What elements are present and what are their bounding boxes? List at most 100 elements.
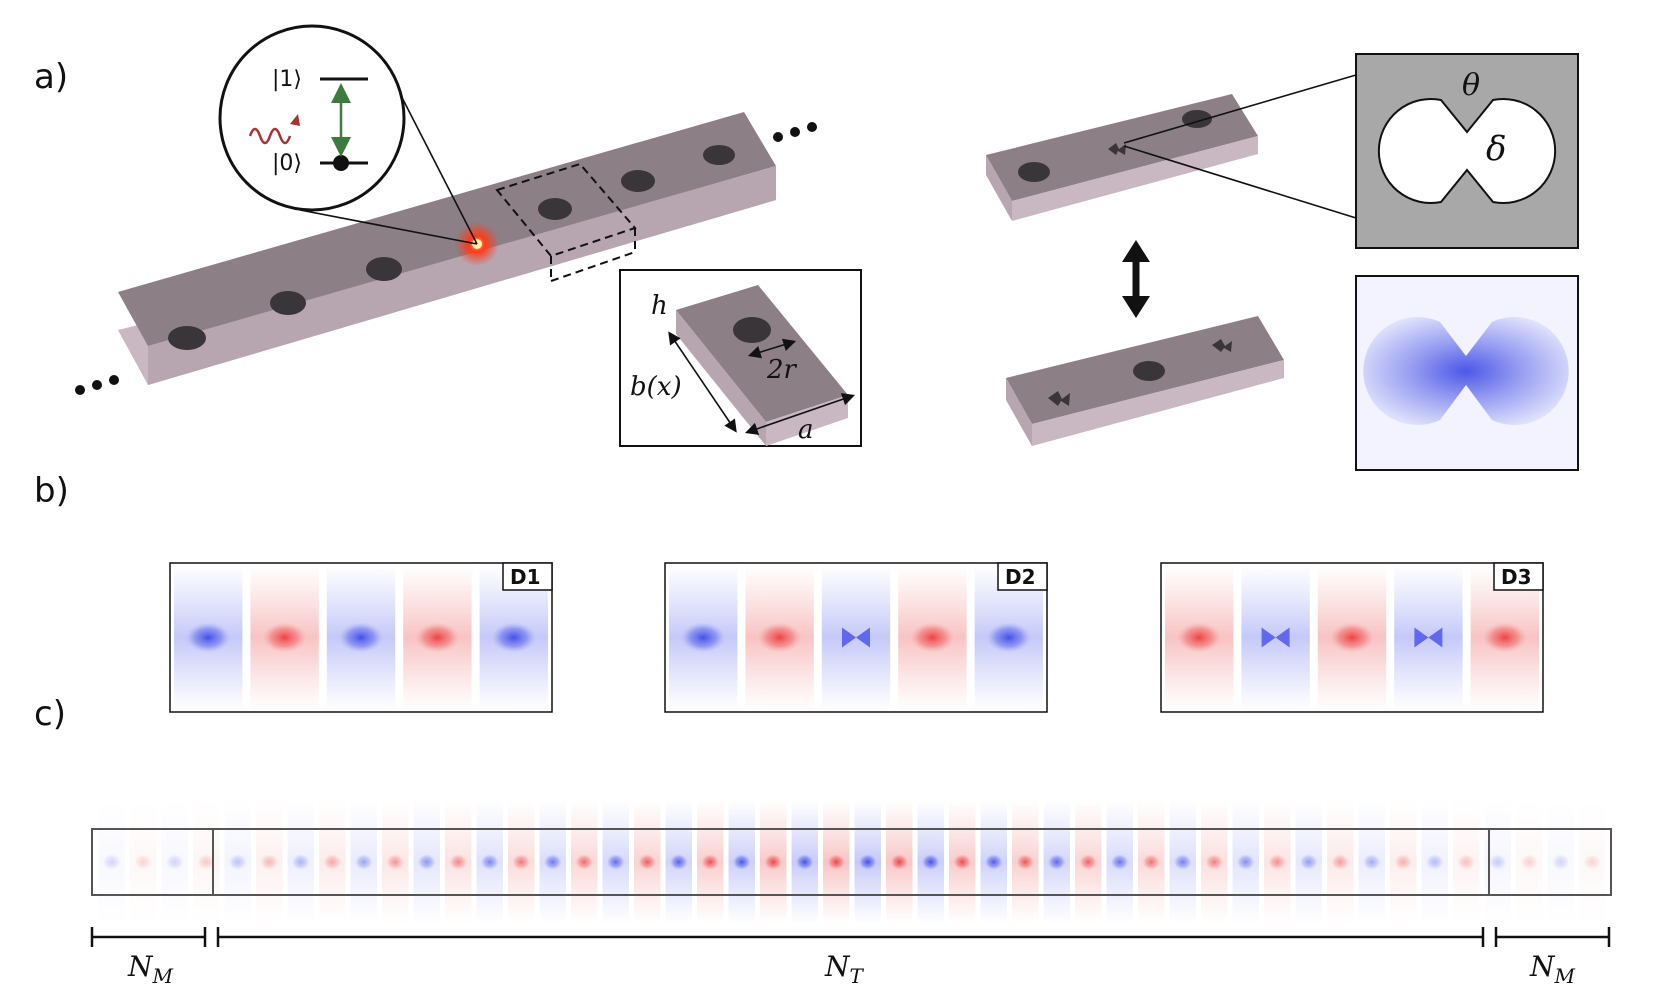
beam-hole xyxy=(366,257,402,281)
bowtie-hole xyxy=(1212,339,1232,352)
field-hot-spot xyxy=(681,622,726,653)
field-hot-spot xyxy=(1394,854,1413,870)
field-hot-spot xyxy=(1016,854,1035,870)
field-hot-spot xyxy=(986,622,1031,653)
beam-hole xyxy=(538,198,572,220)
field-hot-spot xyxy=(1047,854,1066,870)
field-hot-spot xyxy=(757,622,802,653)
field-hot-spot xyxy=(1205,854,1224,870)
field-hot-spot xyxy=(1331,854,1350,870)
beam-hole xyxy=(703,145,735,165)
field-hot-spot xyxy=(197,854,216,870)
mirror-segment-left xyxy=(90,927,207,947)
field-hot-spot xyxy=(1488,854,1507,870)
ellipsis-dots-left xyxy=(75,375,119,395)
field-hot-spot xyxy=(921,854,940,870)
field-hot-spot xyxy=(1110,854,1129,870)
defect-mode-panel-d1: D1 xyxy=(169,562,553,713)
panel-label-b: b) xyxy=(34,471,69,511)
bowtie-hot-spot xyxy=(1414,627,1443,648)
field-hot-spot xyxy=(1268,854,1287,870)
field-hot-spot xyxy=(701,854,720,870)
field-hot-spot xyxy=(1177,622,1222,653)
field-hot-spot xyxy=(1299,854,1318,870)
field-hot-spot xyxy=(1330,622,1374,653)
width-label: b(x) xyxy=(630,372,682,402)
swap-arrow xyxy=(1122,240,1150,318)
field-hot-spot xyxy=(262,622,307,653)
field-hot-spot xyxy=(291,854,310,870)
excited-state-label: |1⟩ xyxy=(272,67,302,92)
field-hot-spot xyxy=(228,854,247,870)
theta-label: θ xyxy=(1462,68,1480,103)
field-hot-spot xyxy=(732,854,751,870)
field-hot-spot xyxy=(1457,854,1476,870)
bowtie-field-profile xyxy=(1363,317,1569,425)
field-hot-spot xyxy=(512,854,531,870)
delta-label: δ xyxy=(1486,129,1506,169)
mirror-segment-right xyxy=(1494,927,1611,947)
beam-hole xyxy=(270,291,306,315)
field-hot-spot xyxy=(386,854,405,870)
taper-segment xyxy=(216,927,1485,947)
defect-mode-panel-d2: D2 xyxy=(664,562,1048,713)
field-hot-spot xyxy=(354,854,373,870)
cell-hole xyxy=(1133,361,1165,381)
field-hot-spot xyxy=(1142,854,1161,870)
field-hot-spot xyxy=(890,854,909,870)
field-hot-spot xyxy=(827,854,846,870)
field-hot-spot xyxy=(339,622,383,653)
photonic-crystal-beam xyxy=(118,112,776,385)
panel-label-c: c) xyxy=(34,694,66,734)
defect-label-d1: D1 xyxy=(510,565,541,589)
field-hot-spot xyxy=(186,622,231,653)
qubit-zoom-circle xyxy=(218,24,406,212)
field-hot-spot xyxy=(764,854,783,870)
hole-diameter-label: 2r xyxy=(766,355,798,385)
photon-wave-icon xyxy=(248,127,292,145)
mirror-count-right: NM xyxy=(1529,950,1576,988)
field-hot-spot xyxy=(449,854,468,870)
bowtie-hot-spot xyxy=(842,627,870,648)
panel-label-a: a) xyxy=(34,57,68,97)
field-hot-spot xyxy=(669,854,688,870)
defect-cell-block xyxy=(1006,316,1284,446)
field-hot-spot xyxy=(1583,854,1602,870)
field-hot-spot xyxy=(910,622,955,653)
field-hot-spot xyxy=(953,854,972,870)
cavity-field-profile xyxy=(98,800,1606,924)
field-hot-spot xyxy=(323,854,342,870)
field-hot-spot xyxy=(543,854,562,870)
field-hot-spot xyxy=(1425,854,1444,870)
field-hot-spot xyxy=(575,854,594,870)
field-hot-spot xyxy=(638,854,657,870)
ground-state-label: |0⟩ xyxy=(272,151,302,176)
field-hot-spot xyxy=(134,854,153,870)
ellipsis-dots-right xyxy=(773,122,817,142)
field-hot-spot xyxy=(1362,854,1381,870)
cavity-outline xyxy=(91,828,1612,896)
unit-cell-hole xyxy=(733,317,771,343)
field-hot-spot xyxy=(858,854,877,870)
defect-mode-panel-d3: D3 xyxy=(1160,562,1544,713)
cell-hole xyxy=(1018,162,1050,182)
ground-state-population xyxy=(333,155,349,171)
field-hot-spot xyxy=(165,854,184,870)
field-hot-spot xyxy=(480,854,499,870)
field-hot-spot xyxy=(1520,854,1539,870)
field-hot-spot xyxy=(984,854,1003,870)
beam-hole xyxy=(621,170,655,192)
field-hot-spot xyxy=(491,622,536,653)
field-hot-spot xyxy=(1236,854,1255,870)
field-hot-spot xyxy=(1079,854,1098,870)
field-hot-spot xyxy=(606,854,625,870)
bowtie-shape xyxy=(1377,98,1557,204)
field-hot-spot xyxy=(1551,854,1570,870)
beam-hole xyxy=(168,326,206,350)
field-hot-spot xyxy=(102,854,121,870)
field-hot-spot xyxy=(260,854,279,870)
field-hot-spot xyxy=(1482,622,1527,653)
height-label: h xyxy=(651,291,668,321)
lattice-constant-label: a xyxy=(798,415,814,445)
